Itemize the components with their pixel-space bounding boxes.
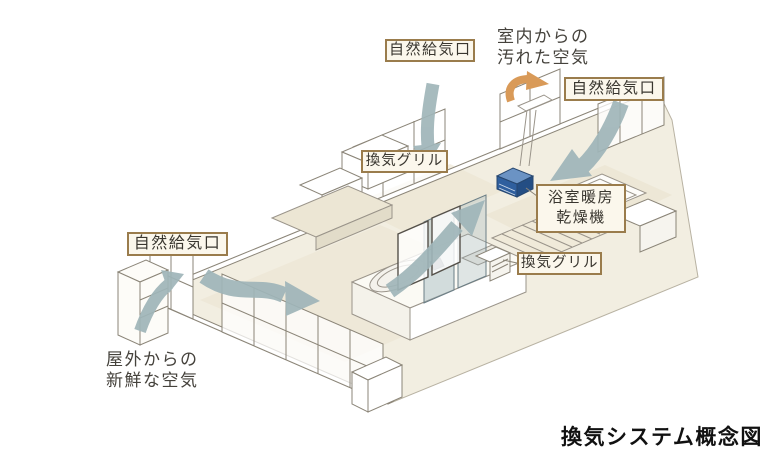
label-natural-supply-inlet-left: 自然給気口	[127, 232, 228, 257]
label-natural-supply-inlet-right: 自然給気口	[564, 77, 664, 101]
fresh-air-arrow-hall	[199, 269, 320, 316]
note-outdoor-fresh-air: 屋外からの 新鮮な空気	[106, 349, 199, 391]
note-outdoor-fresh-air-line2: 新鮮な空気	[106, 371, 199, 391]
label-bath-heater-line1: 浴室暖房	[547, 190, 614, 206]
exhaust-duct	[516, 94, 554, 167]
label-vent-grill-bottom: 換気グリル	[517, 252, 602, 275]
label-bath-heater-line2: 乾燥機	[556, 210, 606, 227]
note-outdoor-fresh-air-line1: 屋外からの	[106, 350, 199, 369]
bath-heater-unit	[495, 167, 535, 198]
fresh-air-arrow-to-bath	[385, 200, 485, 298]
fresh-air-arrow-window	[550, 100, 629, 181]
note-indoor-dirty-air-line1: 室内からの	[497, 27, 590, 46]
fresh-air-arrow-entrance	[134, 270, 184, 334]
vanity-cabinet	[610, 198, 678, 253]
leader-lines	[502, 187, 538, 264]
label-bath-heater-dryer: 浴室暖房 乾燥機	[536, 184, 626, 233]
note-indoor-dirty-air-line2: 汚れた空気	[497, 48, 590, 68]
label-natural-supply-inlet-top: 自然給気口	[385, 39, 475, 63]
exhaust-air-arrow	[505, 71, 549, 103]
note-indoor-dirty-air: 室内からの 汚れた空気	[497, 26, 590, 68]
outdoor-unit	[350, 356, 404, 413]
porch-cabinet	[116, 259, 170, 346]
label-vent-grill-mid: 換気グリル	[361, 150, 448, 173]
bed	[270, 185, 394, 251]
diagram-title: 換気システム概念図	[561, 425, 763, 449]
